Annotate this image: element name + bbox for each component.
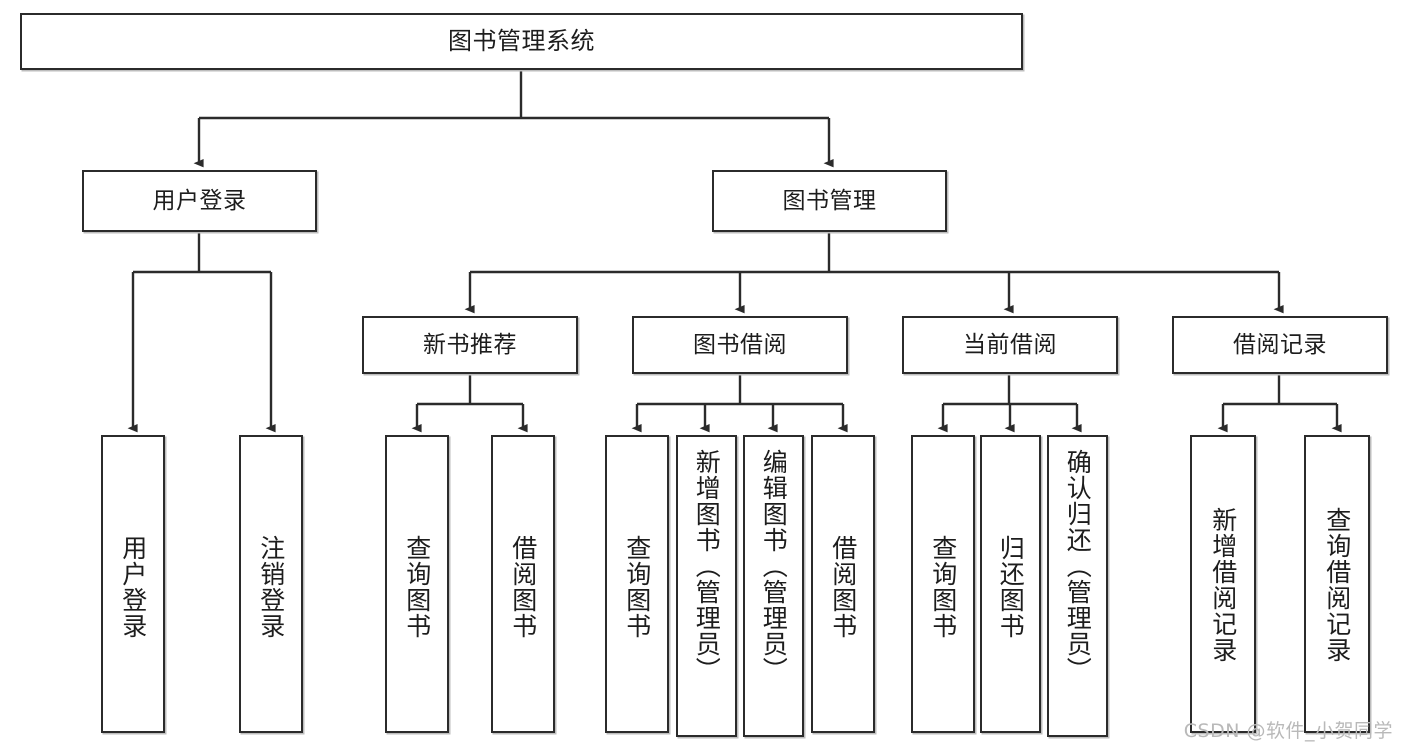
leaf-query-book-current[interactable]: 查询图书 [911,435,975,733]
node-label: 用户登录 [152,187,247,214]
node-book-borrow[interactable]: 图书借阅 [632,316,848,374]
node-label: 查询借阅记录 [1322,507,1352,663]
node-label: 编辑图书（管理员） [759,449,789,683]
leaf-confirm-return-admin[interactable]: 确认归还（管理员） [1047,435,1108,737]
node-label: 注销登录 [256,535,286,639]
node-label: 归还图书 [996,535,1026,639]
node-new-book-recommend[interactable]: 新书推荐 [362,316,578,374]
leaf-borrow-book-recommend[interactable]: 借阅图书 [491,435,555,733]
node-label: 新增图书（管理员） [692,449,722,683]
node-label: 图书借阅 [693,331,787,358]
node-label: 借阅记录 [1233,331,1327,358]
node-current-borrow[interactable]: 当前借阅 [902,316,1118,374]
watermark-text: CSDN @软件_小贺同学 [1183,720,1393,742]
leaf-return-book[interactable]: 归还图书 [980,435,1041,733]
node-root-system[interactable]: 图书管理系统 [20,13,1023,70]
node-label: 查询图书 [402,535,432,639]
leaf-query-book-borrow[interactable]: 查询图书 [605,435,669,733]
node-label: 新增借阅记录 [1208,507,1238,663]
leaf-user-login[interactable]: 用户登录 [101,435,165,733]
node-label: 新书推荐 [423,331,517,358]
node-label: 查询图书 [622,535,652,639]
node-label: 借阅图书 [508,535,538,639]
node-label: 当前借阅 [963,331,1057,358]
node-label: 借阅图书 [828,535,858,639]
leaf-edit-book-admin[interactable]: 编辑图书（管理员） [743,435,804,737]
leaf-borrow-book[interactable]: 借阅图书 [811,435,875,733]
node-user-login[interactable]: 用户登录 [82,170,317,232]
node-label: 确认归还（管理员） [1063,449,1093,683]
node-label: 用户登录 [118,535,148,639]
leaf-add-book-admin[interactable]: 新增图书（管理员） [676,435,737,737]
leaf-query-book-recommend[interactable]: 查询图书 [385,435,449,733]
node-label: 图书管理 [782,187,877,214]
node-label: 查询图书 [928,535,958,639]
node-book-management[interactable]: 图书管理 [712,170,947,232]
leaf-user-logout[interactable]: 注销登录 [239,435,303,733]
node-borrow-record[interactable]: 借阅记录 [1172,316,1388,374]
leaf-query-borrow-record[interactable]: 查询借阅记录 [1304,435,1370,733]
node-label: 图书管理系统 [448,26,595,55]
leaf-add-borrow-record[interactable]: 新增借阅记录 [1190,435,1256,733]
